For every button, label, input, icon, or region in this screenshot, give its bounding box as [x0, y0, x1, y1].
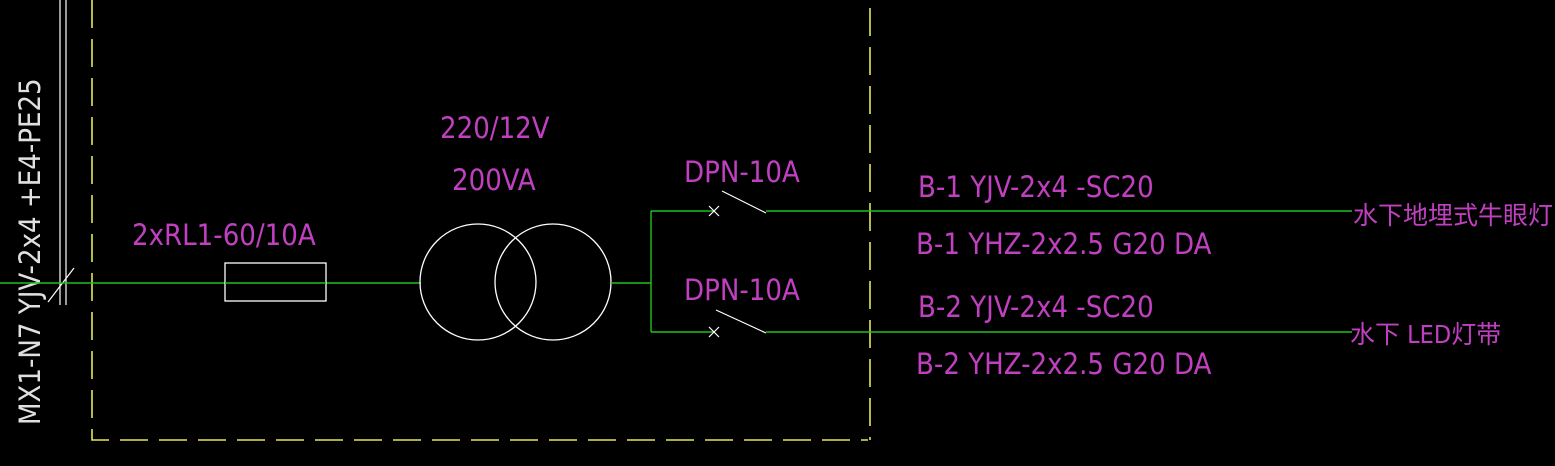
fuse-symbol	[224, 262, 327, 302]
branch-2-cable-main: B-2 YJV-2x4 -SC20	[918, 290, 1154, 324]
branch-2-breaker-blade	[715, 309, 767, 334]
supply-tick	[47, 267, 75, 303]
supply-cable-label: MX1-N7 YJV-2x4 +E4-PE25	[13, 78, 47, 425]
branch-1-breaker-blade	[721, 190, 767, 214]
transformer-secondary-coil	[494, 223, 612, 341]
branch-1-breaker-cross-b	[708, 205, 720, 217]
transformer-rating-label: 200VA	[452, 163, 536, 197]
branch-2-cable-sub: B-2 YHZ-2x2.5 G20 DA	[916, 347, 1212, 381]
branch-2: DPN-10A B-2 YJV-2x4 -SC20 B-2 YHZ-2x2.5 …	[651, 273, 1501, 381]
transformer-primary-coil	[419, 223, 537, 341]
branch-1-breaker-label: DPN-10A	[684, 155, 800, 189]
branch-1: DPN-10A B-1 YJV-2x4 -SC20 B-1 YHZ-2x2.5 …	[651, 155, 1553, 261]
branch-1-cable-sub: B-1 YHZ-2x2.5 G20 DA	[916, 227, 1212, 261]
branch-1-load-label: 水下地埋式牛眼灯	[1353, 201, 1553, 230]
transformer-ratio-label: 220/12V	[440, 111, 550, 145]
branch-2-load-label: 水下 LED灯带	[1350, 320, 1501, 349]
fuse-label: 2xRL1-60/10A	[132, 218, 316, 252]
branch-1-cable-main: B-1 YJV-2x4 -SC20	[918, 170, 1154, 204]
branch-2-breaker-label: DPN-10A	[684, 273, 800, 307]
box-boundary-left	[91, 0, 868, 441]
branch-2-breaker-cross-b	[708, 326, 720, 338]
